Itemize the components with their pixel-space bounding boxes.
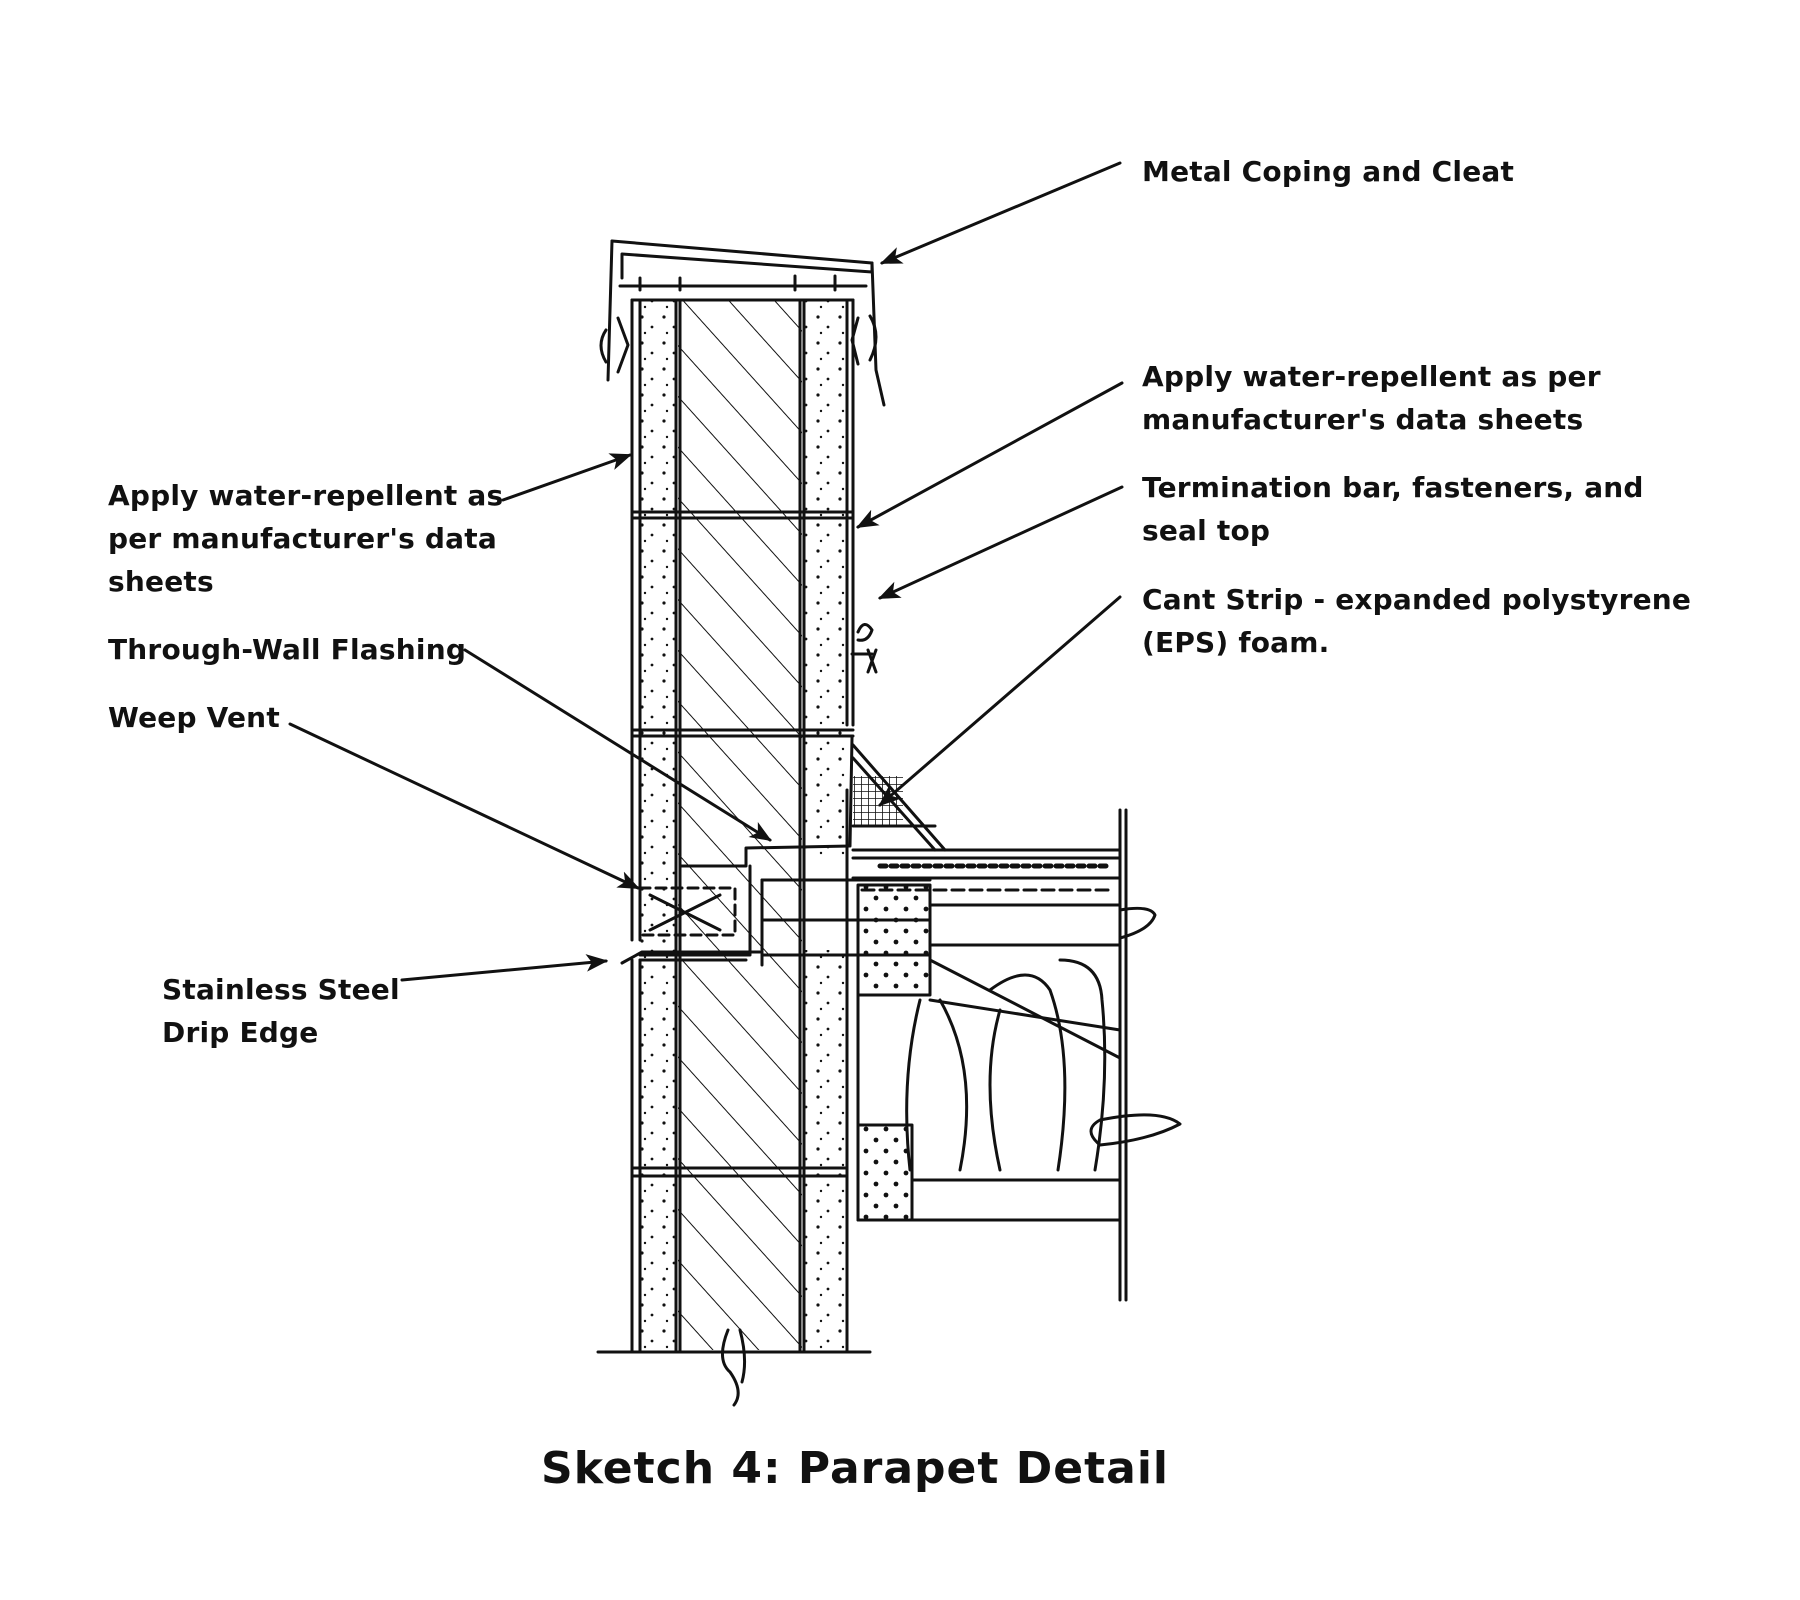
leader-termination-bar	[878, 485, 1124, 600]
cant-strip	[853, 776, 903, 826]
label-metal-coping: Metal Coping and Cleat	[1142, 155, 1515, 188]
leader-through-wall-flashing	[463, 648, 772, 842]
interior-wythe	[803, 300, 847, 860]
label-water-repellent-right: Apply water-repellent as per manufacture…	[1142, 360, 1601, 436]
label-weep-vent: Weep Vent	[108, 701, 280, 734]
leader-cant-strip	[878, 595, 1122, 807]
drip-edge	[620, 950, 762, 965]
block-core	[678, 300, 802, 1350]
lower-blocking	[856, 1123, 914, 1222]
batt-insulation	[905, 998, 969, 1172]
through-wall-flashing	[678, 736, 854, 868]
leader-weep-vent	[288, 722, 640, 890]
label-through-wall-flashing: Through-Wall Flashing	[108, 633, 467, 666]
label-water-repellent-left: Apply water-repellent as per manufacture…	[108, 479, 504, 598]
weep-vent	[638, 886, 737, 937]
sketch-caption: Sketch 4: Parapet Detail	[541, 1443, 1169, 1494]
leader-drip-edge	[400, 954, 609, 982]
leader-water-repellent-left	[501, 453, 633, 502]
leader-water-repellent-right	[856, 381, 1124, 529]
termination-bar	[856, 623, 874, 642]
label-drip-edge: Stainless Steel Drip Edge	[162, 973, 400, 1049]
metal-coping	[610, 239, 874, 280]
blocking	[856, 883, 932, 997]
label-cant-strip: Cant Strip - expanded polystyrene (EPS) …	[1142, 583, 1692, 659]
roof-membrane	[851, 848, 1122, 860]
label-termination-bar: Termination bar, fasteners, and seal top	[1142, 471, 1644, 547]
leader-metal-coping	[879, 161, 1122, 265]
